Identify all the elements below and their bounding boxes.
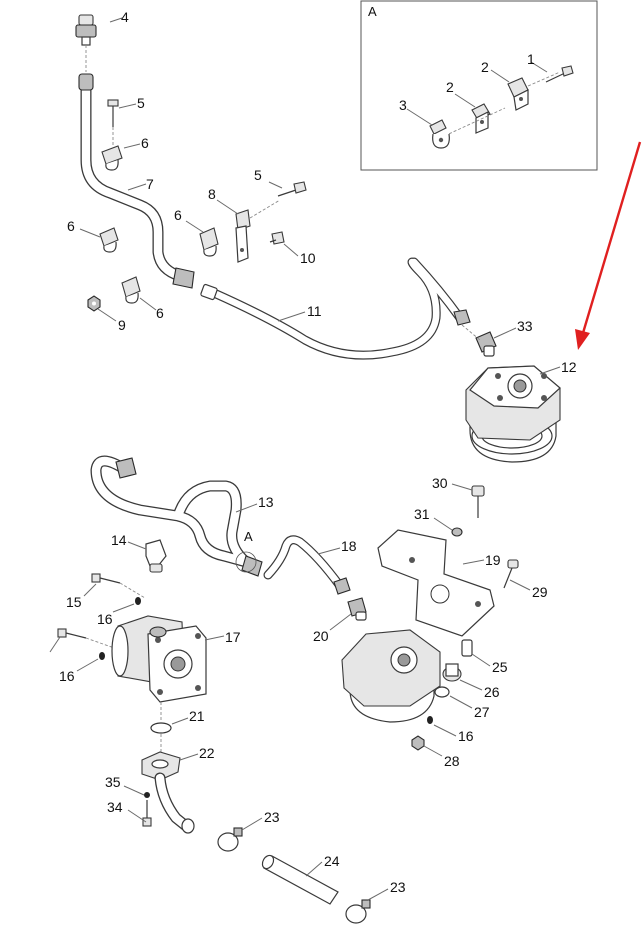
callout-32: 33 <box>517 318 533 334</box>
steering-unit-lower <box>341 629 441 723</box>
detail-a-marker <box>235 551 257 573</box>
clamp-23-upper <box>217 827 243 852</box>
bolt-5-upper <box>107 99 119 145</box>
callout-13: 13 <box>258 494 274 510</box>
washer-27 <box>434 686 450 698</box>
inset-frame <box>360 0 598 171</box>
callout-24: 24 <box>324 853 340 869</box>
bolt-29 <box>503 559 519 589</box>
bolt-10 <box>269 231 285 245</box>
callout-31: 31 <box>414 506 430 522</box>
pipe-13 <box>90 455 263 577</box>
inset-bolt <box>527 65 574 87</box>
bracket-8 <box>235 199 281 263</box>
callout-34: 35 <box>105 774 121 790</box>
inset-detail-a: A 1 2 2 3 <box>360 0 598 171</box>
steering-unit-12 <box>465 365 561 463</box>
hose-18 <box>263 535 351 595</box>
callout-17: 17 <box>225 629 241 645</box>
callout-28: 28 <box>444 753 460 769</box>
callout-6-upper: 6 <box>141 135 149 151</box>
fitting-32 <box>475 331 497 357</box>
elbow-14 <box>145 539 167 573</box>
inset-bracket-lower <box>471 103 491 134</box>
callout-20: 20 <box>313 628 329 644</box>
callout-11: 11 <box>307 303 322 319</box>
callout-10: 10 <box>300 250 316 266</box>
bolt-30 <box>471 485 485 518</box>
pump-17 <box>111 615 207 703</box>
callout-6-mid: 6 <box>174 207 182 223</box>
clamp-23-lower <box>345 899 371 924</box>
callout-12: 12 <box>561 359 577 375</box>
pipe-7 <box>78 73 195 289</box>
washer-16-lower <box>427 716 433 724</box>
callout-2-lower: 2 <box>446 79 454 95</box>
washer-31 <box>451 527 463 537</box>
nut-9 <box>87 295 101 312</box>
clamp-6-upper <box>101 145 123 171</box>
callout-33: 34 <box>107 799 123 815</box>
bolt-5-right <box>277 181 307 197</box>
callout-6-low: 6 <box>156 305 164 321</box>
callout-26: 26 <box>484 684 500 700</box>
clamp-6-mid <box>199 227 219 257</box>
inset-clamp <box>429 107 506 149</box>
callout-16-upper: 16 <box>97 611 113 627</box>
callout-16-left: 16 <box>59 668 75 684</box>
callout-A: A <box>244 529 253 544</box>
callout-16-lower: 16 <box>458 728 474 744</box>
nut-28 <box>411 735 425 751</box>
callout-3: 3 <box>399 97 407 113</box>
arrow-shaft <box>581 141 642 334</box>
clamp-6-left <box>99 227 119 253</box>
bolt-35 <box>57 628 121 651</box>
hose-24 <box>261 854 339 905</box>
callout-9: 9 <box>118 317 126 333</box>
callout-19: 19 <box>485 552 501 568</box>
fitting-4 <box>75 14 97 46</box>
callout-21: 21 <box>189 708 205 724</box>
washer-16-left <box>99 652 105 660</box>
red-pointer-arrow <box>575 141 642 350</box>
callout-7: 7 <box>146 176 154 192</box>
clamp-6-low <box>121 276 141 304</box>
upper-assembly: 4 5 5 6 6 6 6 7 8 9 10 11 12 33 <box>67 9 577 463</box>
inset-label: A <box>368 4 377 19</box>
fitting-20 <box>347 597 367 621</box>
arrow-head <box>575 329 590 350</box>
callout-5-upper: 5 <box>137 95 145 111</box>
callout-4: 4 <box>121 9 129 25</box>
callout-14: 14 <box>111 532 127 548</box>
callout-18: 18 <box>341 538 357 554</box>
hose-11 <box>200 257 471 360</box>
spacer-25 <box>461 639 473 657</box>
callout-15: 15 <box>66 594 82 610</box>
callout-23-upper: 23 <box>264 809 280 825</box>
lower-assembly: A <box>49 455 548 924</box>
callout-2-upper: 2 <box>481 59 489 75</box>
callout-6-left: 6 <box>67 218 75 234</box>
callout-25: 25 <box>492 659 508 675</box>
callout-23-lower: 23 <box>390 879 406 895</box>
bushing-26 <box>442 663 462 682</box>
washer-34 <box>144 792 150 798</box>
bolt-33 <box>142 800 152 827</box>
bracket-19 <box>377 529 495 637</box>
callout-1: 1 <box>527 51 535 67</box>
washer-16-upper <box>135 597 141 605</box>
flange-22 <box>141 751 195 834</box>
callout-30: 30 <box>432 475 448 491</box>
o-ring-21 <box>150 722 172 734</box>
callout-22: 22 <box>199 745 215 761</box>
bolt-15 <box>91 573 146 599</box>
callout-8: 8 <box>208 186 216 202</box>
callout-29: 29 <box>532 584 548 600</box>
callout-27: 27 <box>474 704 490 720</box>
callout-5-right: 5 <box>254 167 262 183</box>
inset-bracket-upper <box>507 77 529 111</box>
